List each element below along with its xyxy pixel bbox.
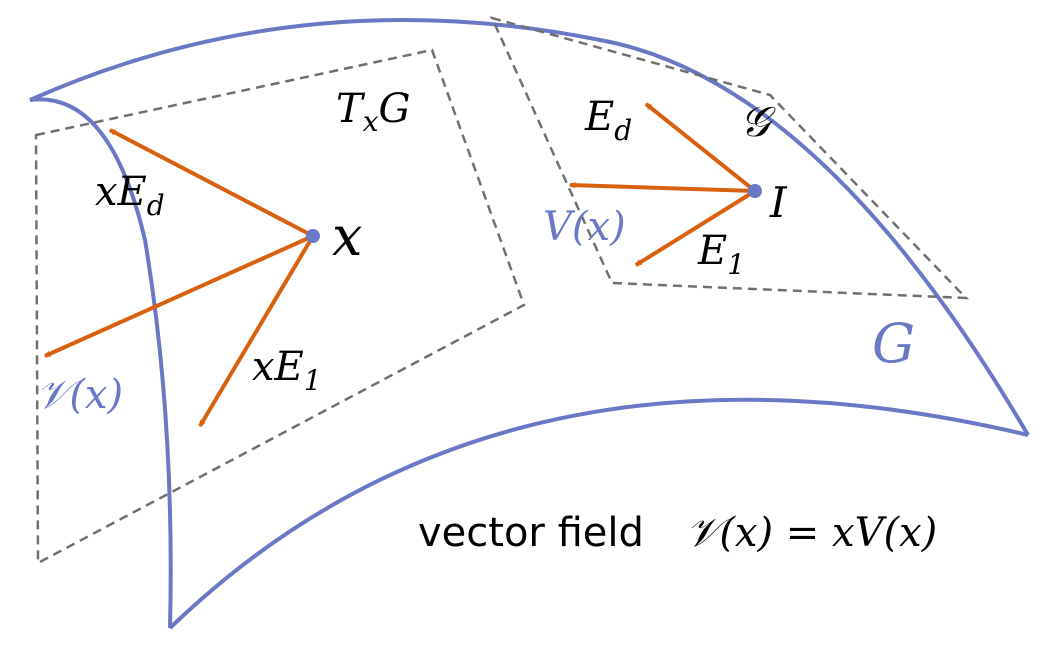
vector-field-at-x (43, 234, 314, 358)
vector-v (568, 181, 756, 193)
vector-xe1 (198, 234, 315, 428)
vectors-at-x (43, 128, 315, 428)
identity-dot (748, 184, 762, 198)
vector-ed (644, 102, 757, 193)
vectors-at-identity (568, 102, 757, 267)
point-x-dot (306, 229, 320, 243)
label-field-at-x: 𝒱(x) (36, 372, 123, 418)
manifold-bottom-edge (168, 397, 1029, 630)
label-e1: E1 (697, 228, 745, 281)
label-point-x: x (332, 205, 362, 268)
label-identity: I (769, 178, 788, 227)
tangent-plane-txg (34, 48, 526, 566)
vector-xed (108, 128, 314, 238)
label-xed: xEd (95, 169, 165, 222)
label-xe1: xE1 (252, 344, 322, 397)
manifold-top-edge (29, 18, 1030, 437)
label-field-v: V(x) (543, 204, 626, 250)
caption-formula: 𝒱(x) = xV(x) (686, 510, 937, 556)
label-ed: Ed (584, 94, 632, 147)
label-tangent-space: TxG (336, 86, 410, 138)
caption-text: vector field (418, 510, 644, 556)
manifold-left-edge (29, 97, 173, 629)
label-group-g: G (872, 312, 915, 375)
lie-algebra-plane (489, 16, 970, 300)
vector-e1 (634, 189, 757, 267)
manifold-g (29, 18, 1030, 630)
